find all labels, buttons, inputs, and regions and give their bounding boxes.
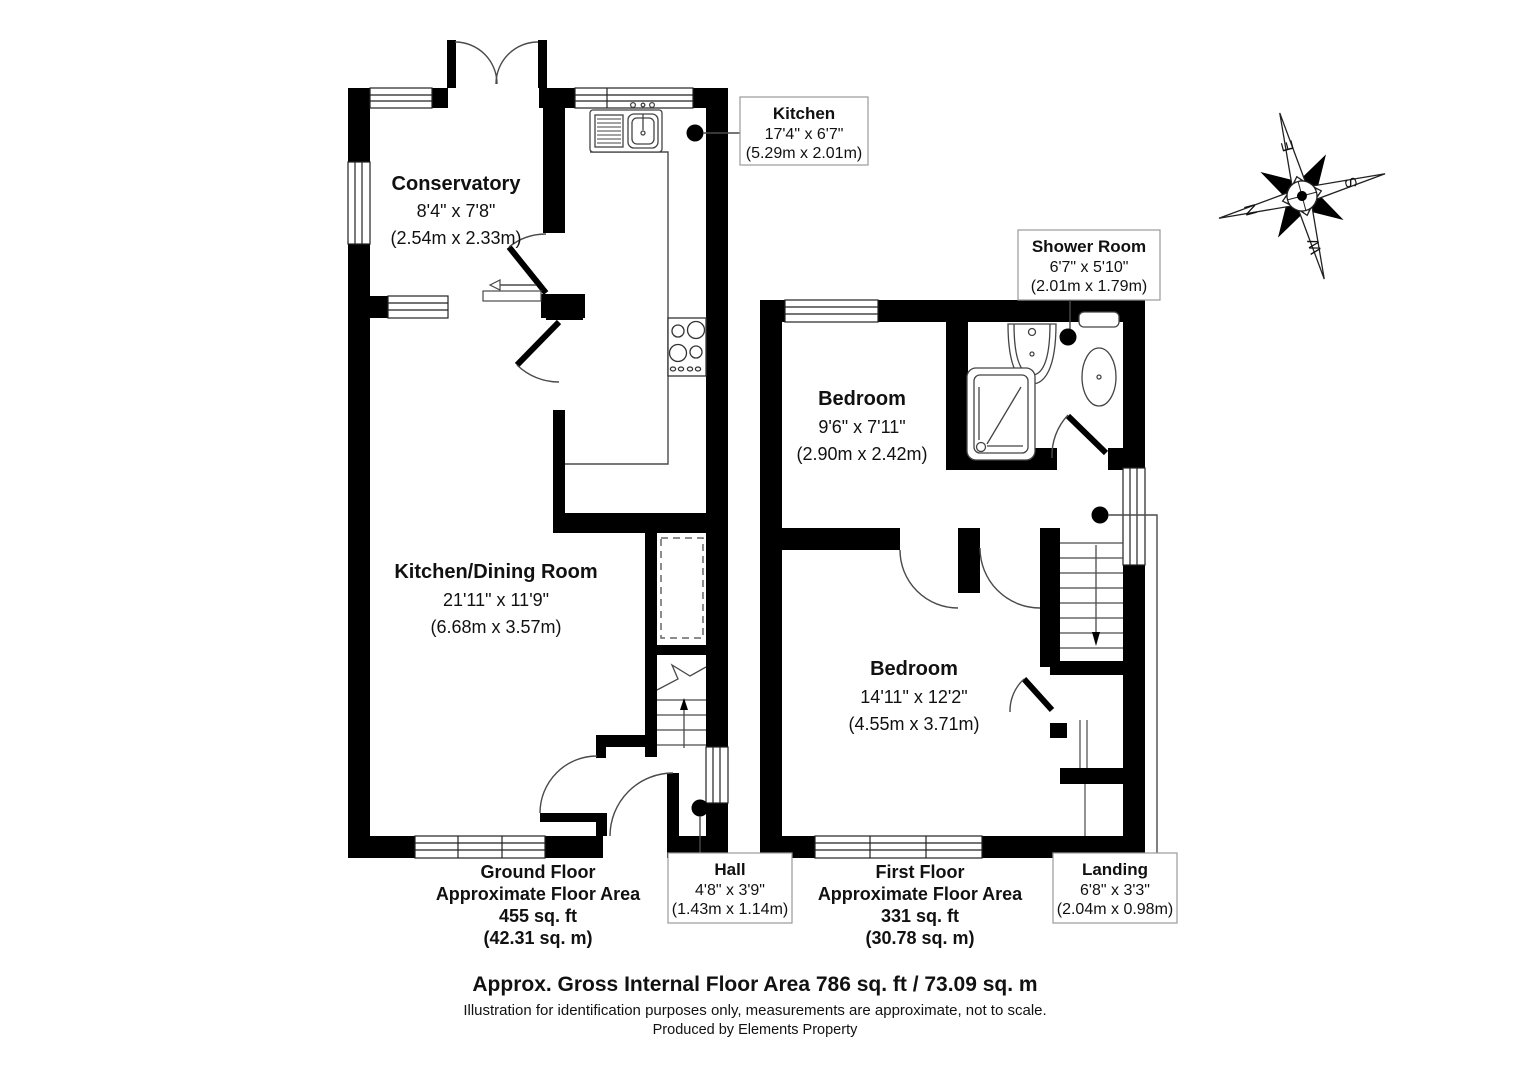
understairs-partition-line <box>1079 720 1088 836</box>
landing-label-box <box>1052 852 1178 924</box>
ground-floor-walls <box>348 88 728 858</box>
compass-s: S <box>1342 175 1361 190</box>
shower-room-door-icon <box>1051 413 1109 459</box>
window-kitchen-top-icon <box>574 87 694 109</box>
hall-label-name: Hall <box>714 860 745 879</box>
landing-callout-dot <box>1091 506 1109 524</box>
bedroom-back-name: Bedroom <box>870 658 958 680</box>
footer-title: Approx. Gross Internal Floor Area 786 sq… <box>472 973 1037 996</box>
compass-n: N <box>1242 202 1261 218</box>
first-floor-title: First Floor <box>876 862 965 882</box>
kitchen-callout-dot <box>686 124 704 142</box>
window-hall-right-icon <box>705 746 729 804</box>
footer-disclaimer: Illustration for identification purposes… <box>463 1002 1046 1019</box>
landing-label-dims: 6'8" x 3'3" <box>1080 882 1150 899</box>
shower-tray-icon <box>966 367 1036 461</box>
ground-floor-title: Ground Floor <box>481 862 596 882</box>
shower-label-name: Shower Room <box>1032 237 1146 256</box>
compass-icon: N E S W <box>1218 112 1386 280</box>
kitchen-dining-door-icon <box>514 319 562 383</box>
front-door-icon <box>609 772 679 837</box>
window-bedroom-bottom-icon <box>814 835 983 859</box>
cupboard-dashed-icon <box>660 537 704 639</box>
bedroom-front-name: Bedroom <box>818 388 906 410</box>
hall-label-box <box>667 852 793 924</box>
compass-e: E <box>1279 138 1298 153</box>
compass-w: W <box>1305 236 1326 256</box>
callouts: Kitchen 17'4" x 6'7" (5.29m x 2.01m) Sho… <box>667 96 1178 924</box>
window-bedroom-top-icon <box>784 299 879 323</box>
room-labels: Conservatory 8'4" x 7'8" (2.54m x 2.33m)… <box>390 173 979 734</box>
bedroom-front-door-icon <box>899 549 959 609</box>
landing-label-name: Landing <box>1082 860 1148 879</box>
landing-door-icon <box>979 547 1041 609</box>
bedroom-back-dims: 14'11" x 12'2" <box>860 687 967 707</box>
kitchen-dining-name: Kitchen/Dining Room <box>394 561 597 583</box>
ground-floor-stairs-icon <box>656 663 707 748</box>
conservatory-dims: 8'4" x 7'8" <box>417 201 496 221</box>
hall-dining-door-icon <box>539 755 598 822</box>
shower-label-metric: (2.01m x 1.79m) <box>1031 278 1147 295</box>
kitchen-label-box <box>739 96 869 166</box>
kitchen-label-name: Kitchen <box>773 104 835 123</box>
bedroom-back-metric: (4.55m x 3.71m) <box>848 714 979 734</box>
ground-floor-plan <box>347 40 729 859</box>
kitchen-label-dims: 17'4" x 6'7" <box>765 126 844 143</box>
bedroom-front-metric: (2.90m x 2.42m) <box>796 444 927 464</box>
kitchen-dining-dims: 21'11" x 11'9" <box>443 590 549 610</box>
toilet-icon <box>1078 311 1120 407</box>
shower-label-dims: 6'7" x 5'10" <box>1050 259 1129 276</box>
ground-floor-windows <box>347 87 729 859</box>
floor-area-labels: Ground Floor Approximate Floor Area 455 … <box>436 862 1023 948</box>
kitchen-sink-icon <box>589 101 663 153</box>
first-floor-stairs-icon <box>1060 542 1123 649</box>
window-conservatory-bottom-icon <box>387 295 449 319</box>
bedroom-front-dims: 9'6" x 7'11" <box>818 417 905 437</box>
window-landing-right-icon <box>1122 467 1146 566</box>
conservatory-threshold-icon <box>482 279 542 302</box>
first-floor-windows <box>784 299 1146 859</box>
footer-credit: Produced by Elements Property <box>653 1022 858 1038</box>
window-dining-bottom-icon <box>414 835 546 859</box>
hall-label-dims: 4'8" x 3'9" <box>695 882 765 899</box>
ground-floor-metric: (42.31 sq. m) <box>483 928 592 948</box>
hall-label-metric: (1.43m x 1.14m) <box>672 901 788 918</box>
ground-floor-line2: Approximate Floor Area <box>436 884 641 904</box>
kitchen-dining-metric: (6.68m x 3.57m) <box>430 617 561 637</box>
first-floor-line2: Approximate Floor Area <box>818 884 1023 904</box>
shower-label-box <box>1017 229 1161 301</box>
conservatory-metric: (2.54m x 2.33m) <box>390 228 521 248</box>
conservatory-kitchen-door-icon <box>506 233 549 295</box>
hob-icon <box>667 317 707 377</box>
hall-callout-dot <box>691 799 709 817</box>
ground-floor-area: 455 sq. ft <box>499 906 577 926</box>
footer: Approx. Gross Internal Floor Area 786 sq… <box>463 973 1046 1038</box>
shower-callout-dot <box>1059 328 1077 346</box>
first-floor-area: 331 sq. ft <box>881 906 959 926</box>
conservatory-name: Conservatory <box>392 173 522 195</box>
window-conservatory-left-icon <box>347 161 371 245</box>
first-floor-plan <box>760 299 1146 859</box>
bedroom-back-door-icon <box>1009 676 1055 713</box>
conservatory-double-door-icon <box>447 40 547 88</box>
first-floor-metric: (30.78 sq. m) <box>865 928 974 948</box>
window-conservatory-top-icon <box>369 87 433 109</box>
kitchen-label-metric: (5.29m x 2.01m) <box>746 145 862 162</box>
landing-label-metric: (2.04m x 0.98m) <box>1057 901 1173 918</box>
